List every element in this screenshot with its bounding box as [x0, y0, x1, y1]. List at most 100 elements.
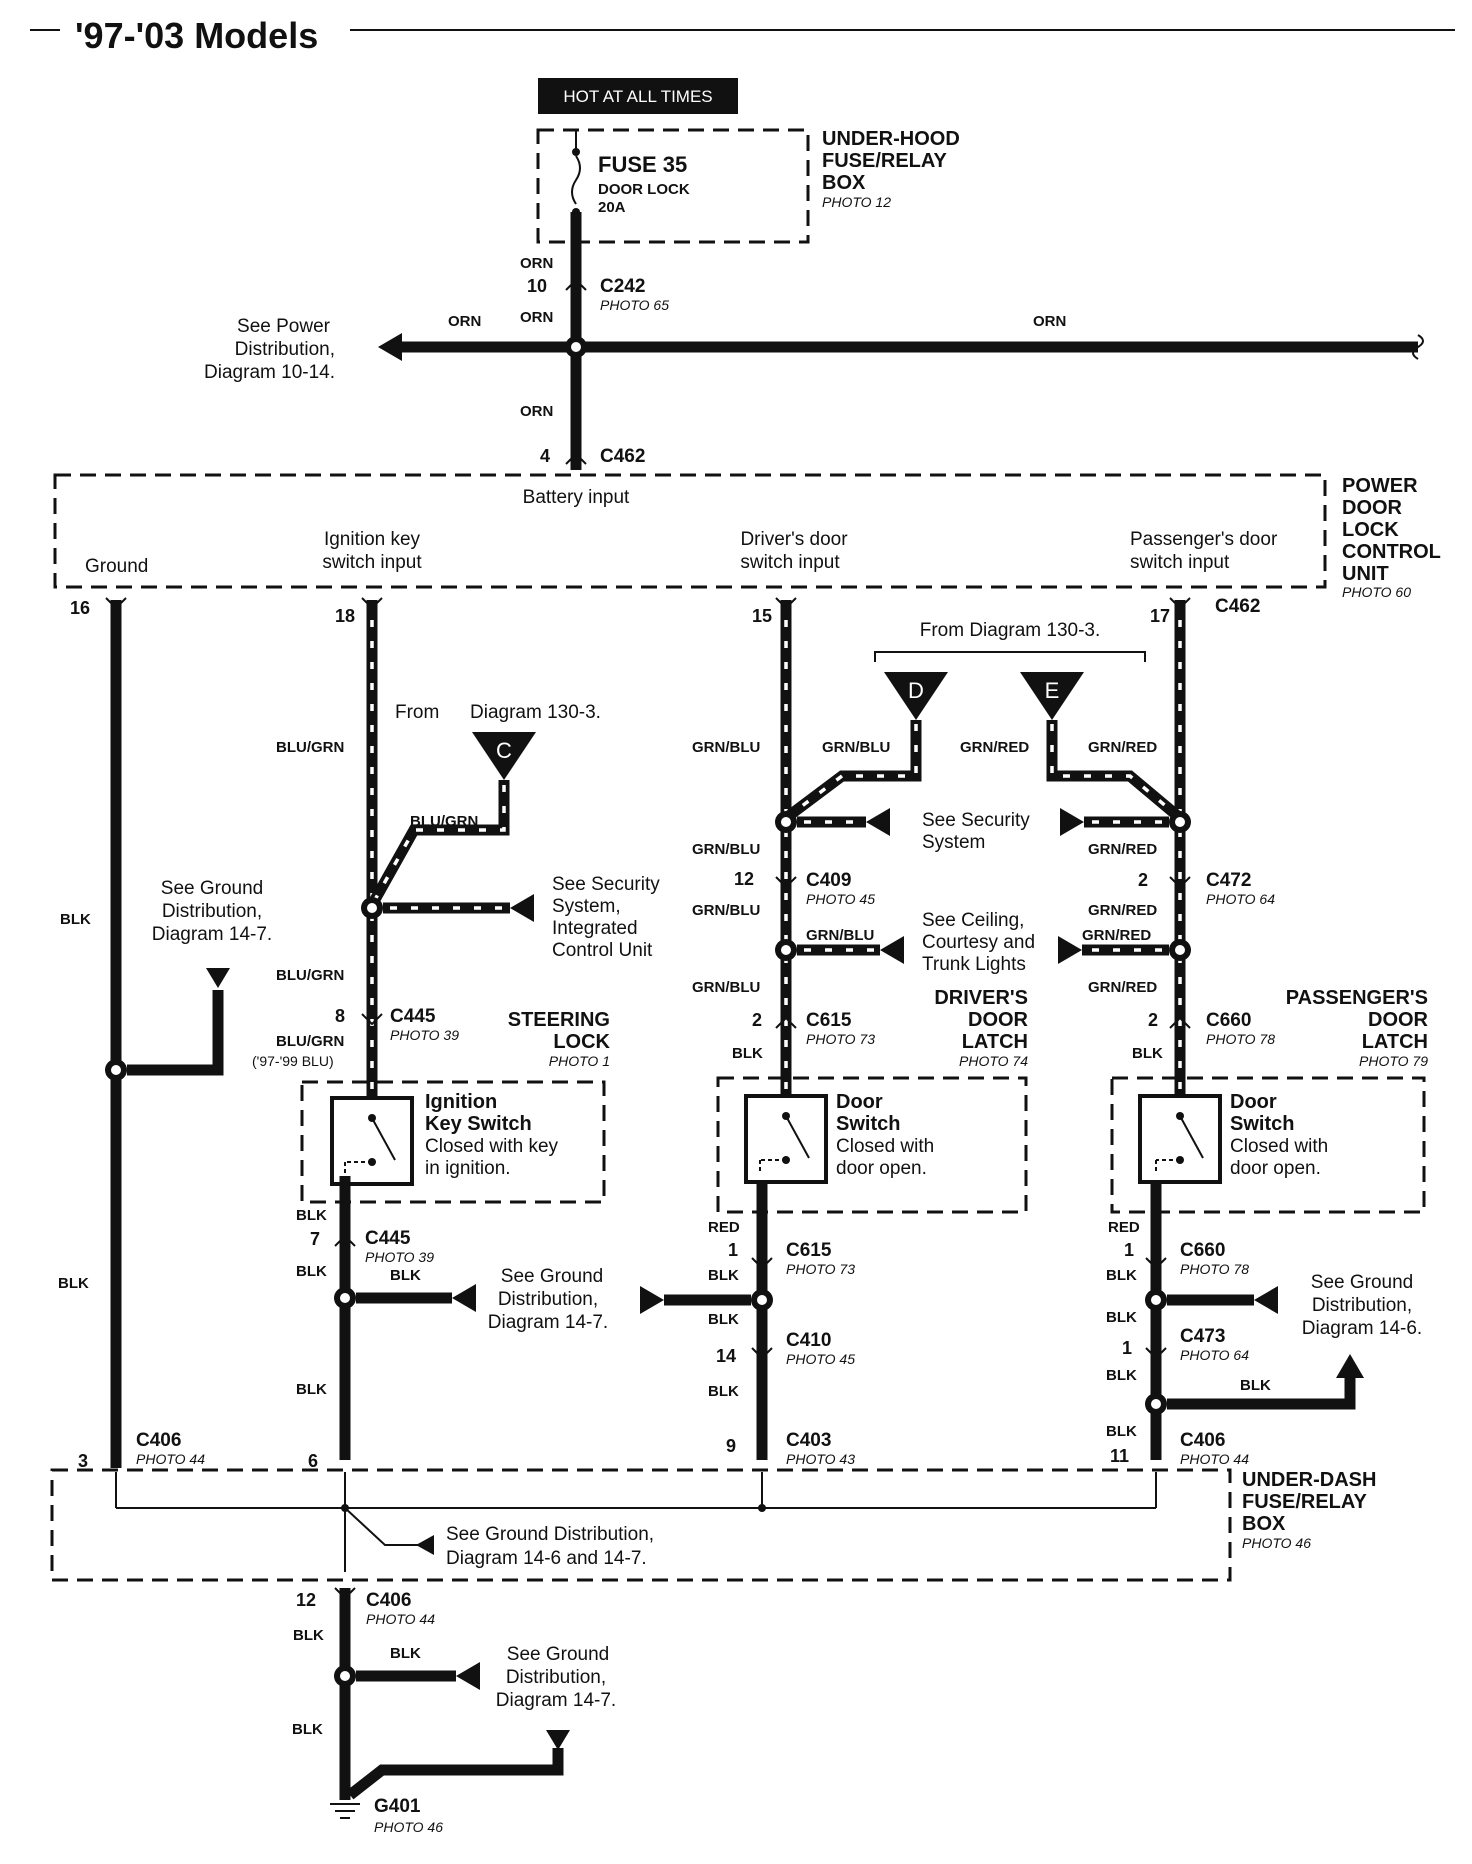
ground-arrow-icon — [206, 968, 230, 988]
svg-text:PHOTO 44: PHOTO 44 — [136, 1451, 205, 1467]
svg-text:Integrated: Integrated — [552, 918, 638, 939]
connector-c-marker — [472, 732, 536, 780]
svg-text:Diagram 14-6.: Diagram 14-6. — [1302, 1318, 1422, 1339]
svg-text:PHOTO 39: PHOTO 39 — [365, 1249, 434, 1265]
svg-text:See Ground Distribution,: See Ground Distribution, — [446, 1524, 654, 1545]
svg-text:BLK: BLK — [296, 1263, 327, 1280]
svg-text:Distribution,: Distribution, — [235, 339, 335, 360]
svg-text:See Ceiling,: See Ceiling, — [922, 910, 1024, 931]
svg-text:BLK: BLK — [60, 911, 91, 928]
svg-text:Passenger's door: Passenger's door — [1130, 529, 1278, 550]
svg-text:8: 8 — [335, 1006, 345, 1026]
svg-text:1: 1 — [1124, 1240, 1134, 1260]
fuse-name: FUSE 35 — [598, 152, 687, 177]
svg-text:BLK: BLK — [1106, 1267, 1137, 1284]
svg-text:PHOTO 74: PHOTO 74 — [959, 1053, 1028, 1069]
svg-text:GRN/BLU: GRN/BLU — [692, 841, 760, 858]
svg-text:PHOTO 60: PHOTO 60 — [1342, 584, 1411, 600]
arrow-left-icon — [378, 333, 402, 361]
passenger-door-switch[interactable] — [1138, 1094, 1222, 1184]
svg-text:BLK: BLK — [293, 1627, 324, 1644]
svg-text:PHOTO 73: PHOTO 73 — [786, 1261, 855, 1277]
svg-text:1: 1 — [728, 1240, 738, 1260]
connector-e-marker — [1020, 672, 1084, 720]
bracket — [874, 651, 1146, 662]
svg-text:in ignition.: in ignition. — [425, 1158, 511, 1179]
svg-text:PHOTO 1: PHOTO 1 — [549, 1053, 610, 1069]
svg-text:GRN/BLU: GRN/BLU — [692, 739, 760, 756]
svg-text:BLK: BLK — [732, 1045, 763, 1062]
svg-text:RED: RED — [1108, 1219, 1140, 1236]
svg-text:From Diagram 130-3.: From Diagram 130-3. — [920, 620, 1101, 641]
svg-text:Distribution,: Distribution, — [1312, 1295, 1412, 1316]
svg-text:Closed with: Closed with — [1230, 1136, 1328, 1157]
svg-text:PHOTO 64: PHOTO 64 — [1206, 891, 1275, 907]
wire-break-icon — [1412, 334, 1424, 360]
svg-text:Control Unit: Control Unit — [552, 940, 653, 961]
svg-text:Switch: Switch — [1230, 1113, 1294, 1135]
svg-text:PHOTO 78: PHOTO 78 — [1180, 1261, 1249, 1277]
svg-text:See Ground: See Ground — [1311, 1272, 1413, 1293]
svg-text:UNDER-DASH: UNDER-DASH — [1242, 1469, 1376, 1491]
svg-text:C410: C410 — [786, 1330, 831, 1351]
svg-text:12: 12 — [734, 869, 754, 889]
svg-text:GRN/RED: GRN/RED — [1088, 979, 1157, 996]
svg-text:Door: Door — [836, 1091, 883, 1113]
svg-text:STEERING: STEERING — [508, 1009, 610, 1031]
svg-text:Courtesy and: Courtesy and — [922, 932, 1035, 953]
arrow-left-icon — [510, 894, 534, 922]
svg-text:C406: C406 — [366, 1590, 411, 1611]
svg-text:C: C — [496, 738, 512, 763]
svg-text:BLK: BLK — [1132, 1045, 1163, 1062]
svg-text:PHOTO 44: PHOTO 44 — [366, 1611, 435, 1627]
svg-text:Door: Door — [1230, 1091, 1277, 1113]
svg-text:C445: C445 — [390, 1006, 436, 1027]
drivers-door-latch-box — [716, 1076, 1028, 1214]
fuse-desc: DOOR LOCK — [598, 181, 690, 198]
under-dash-fuse-box — [50, 1468, 1232, 1582]
svg-text:See Ground: See Ground — [501, 1266, 603, 1287]
svg-text:GRN/BLU: GRN/BLU — [692, 979, 760, 996]
svg-text:PHOTO 46: PHOTO 46 — [1242, 1535, 1311, 1551]
svg-text:BLK: BLK — [708, 1311, 739, 1328]
driver-door-switch[interactable] — [744, 1094, 828, 1184]
svg-text:LOCK: LOCK — [553, 1031, 610, 1053]
connector-d-marker — [884, 672, 948, 720]
svg-text:1: 1 — [1122, 1338, 1132, 1358]
svg-text:6: 6 — [308, 1451, 318, 1471]
svg-text:17: 17 — [1150, 606, 1170, 626]
svg-text:RED: RED — [708, 1219, 740, 1236]
svg-text:Distribution,: Distribution, — [498, 1289, 598, 1310]
svg-text:BLU/GRN: BLU/GRN — [276, 739, 344, 756]
fuse-rating: 20A — [598, 199, 626, 216]
svg-text:Diagram 130-3.: Diagram 130-3. — [470, 702, 601, 723]
under-hood-label-1: UNDER-HOOD — [822, 128, 960, 150]
svg-text:BLK: BLK — [1106, 1309, 1137, 1326]
svg-text:BLK: BLK — [708, 1267, 739, 1284]
passengers-door-latch-box — [1110, 1076, 1426, 1214]
svg-text:C472: C472 — [1206, 870, 1251, 891]
svg-text:LATCH: LATCH — [1362, 1031, 1428, 1053]
svg-text:GRN/RED: GRN/RED — [1088, 902, 1157, 919]
svg-text:Diagram 14-7.: Diagram 14-7. — [488, 1312, 608, 1333]
svg-text:3: 3 — [78, 1451, 88, 1471]
svg-text:4: 4 — [540, 446, 550, 466]
svg-text:ORN: ORN — [520, 309, 553, 326]
svg-text:C660: C660 — [1180, 1240, 1225, 1261]
svg-text:11: 11 — [1110, 1446, 1129, 1466]
svg-text:BLK: BLK — [1106, 1367, 1137, 1384]
page-title: '97-'03 Models — [75, 15, 318, 56]
under-hood-fuse-box — [536, 128, 810, 244]
svg-text:C615: C615 — [806, 1010, 852, 1031]
svg-text:DOOR: DOOR — [1368, 1009, 1429, 1031]
svg-text:Diagram 14-7.: Diagram 14-7. — [152, 924, 272, 945]
svg-text:GRN/BLU: GRN/BLU — [822, 739, 890, 756]
svg-text:POWER: POWER — [1342, 475, 1418, 497]
svg-text:C403: C403 — [786, 1430, 831, 1451]
svg-text:PHOTO 39: PHOTO 39 — [390, 1027, 459, 1043]
svg-text:16: 16 — [70, 598, 90, 618]
svg-text:GRN/RED: GRN/RED — [1088, 841, 1157, 858]
svg-text:GRN/BLU: GRN/BLU — [692, 902, 760, 919]
svg-text:Distribution,: Distribution, — [162, 901, 262, 922]
svg-text:switch input: switch input — [740, 552, 840, 573]
